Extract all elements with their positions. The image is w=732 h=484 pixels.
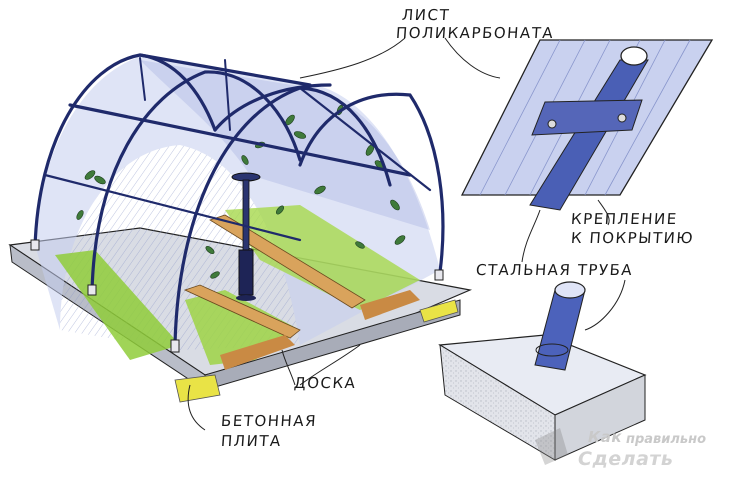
label-concrete-slab-line1: Бетонная bbox=[220, 412, 318, 430]
heater bbox=[231, 172, 261, 301]
label-board: Доска bbox=[293, 374, 358, 392]
watermark-logo-icon bbox=[535, 428, 568, 465]
detail-pipe-in-concrete bbox=[438, 281, 647, 461]
label-cover-fastening-line2: к покрытию bbox=[570, 229, 695, 247]
callout-lines bbox=[187, 37, 626, 431]
frame-feet bbox=[30, 239, 444, 353]
watermark-line2: Сделать bbox=[578, 448, 674, 470]
label-steel-pipe: Стальная труба bbox=[475, 261, 634, 279]
steel-frame bbox=[33, 53, 445, 347]
label-polycarbonate-line2: поликарбоната bbox=[395, 24, 555, 42]
detail-sheet-clamp bbox=[460, 39, 714, 211]
watermark-line1a: Как bbox=[588, 428, 623, 446]
greenhouse-main-view bbox=[8, 53, 473, 403]
label-concrete-slab-line2: плита bbox=[220, 432, 283, 450]
label-polycarbonate-line1: Лист bbox=[401, 6, 451, 24]
label-cover-fastening-line1: Крепление bbox=[570, 210, 679, 228]
watermark-line1b: правильно bbox=[626, 432, 707, 447]
